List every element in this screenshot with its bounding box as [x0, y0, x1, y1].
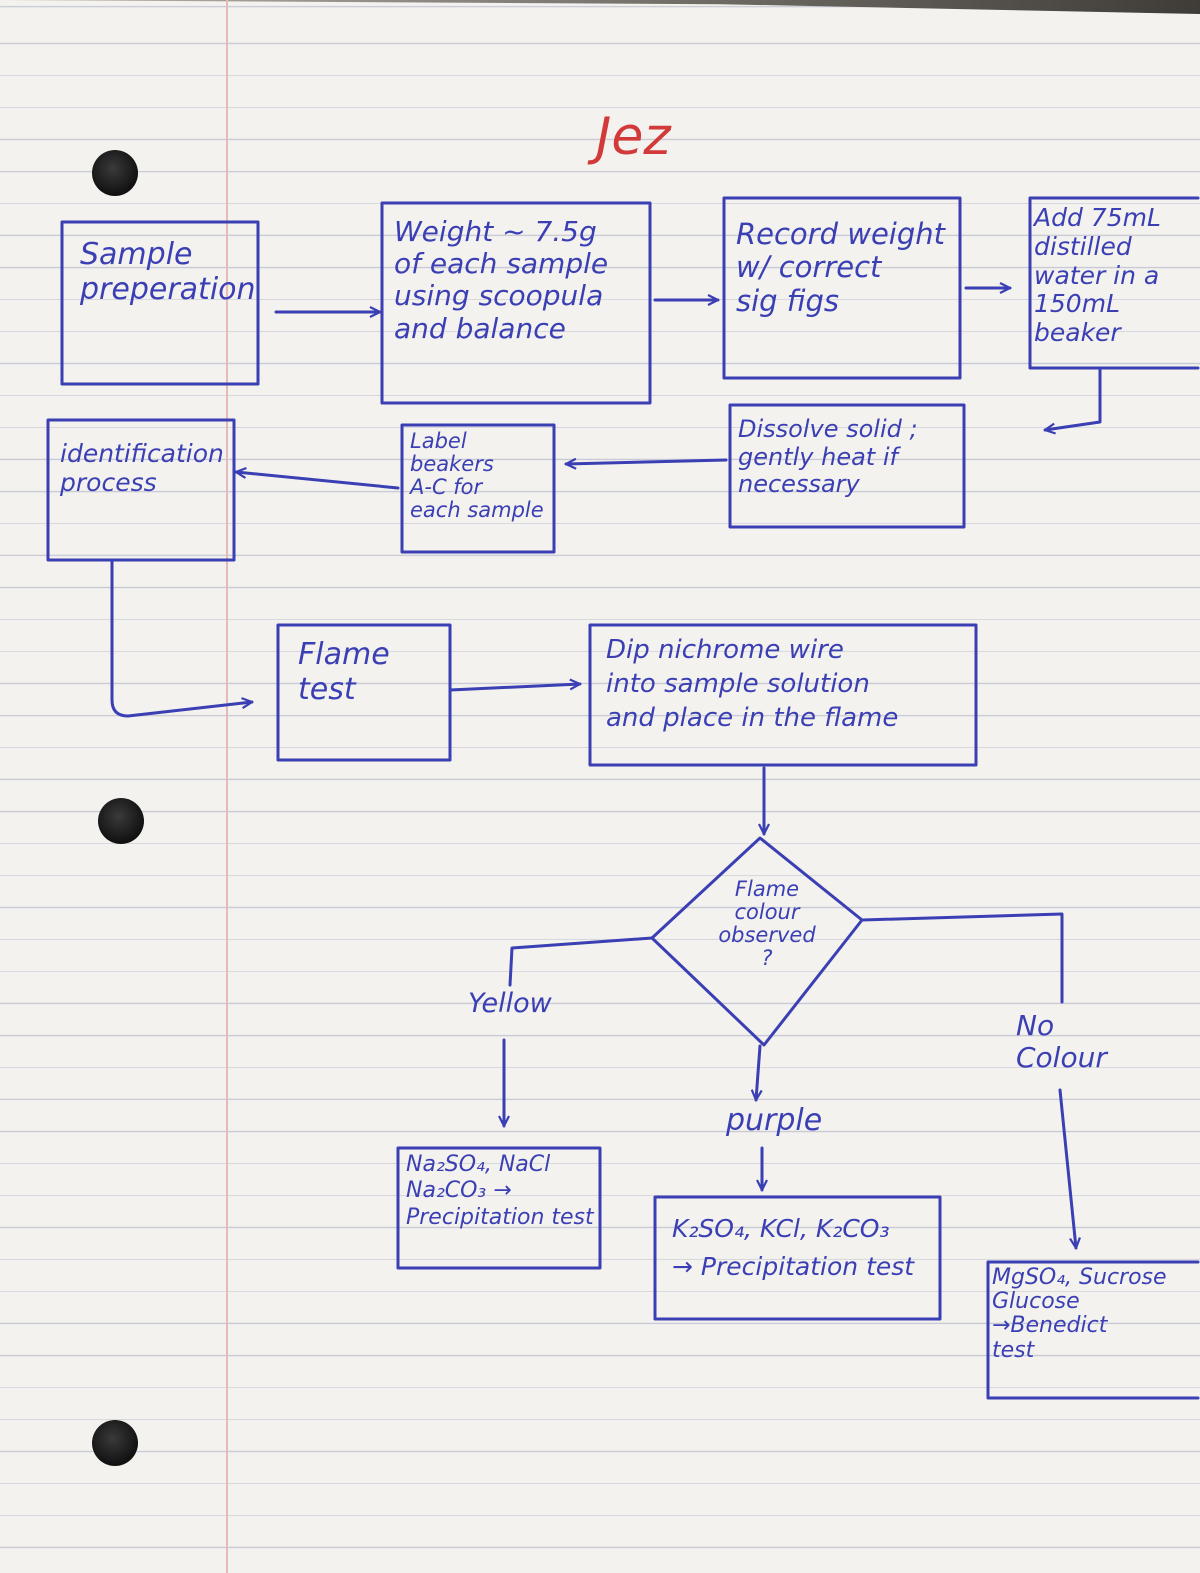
box-other: [986, 1260, 1200, 1400]
arrow-nocolour-to-other: [1058, 1088, 1076, 1248]
branch-no-colour: No Colour: [1016, 1009, 1107, 1075]
node-dip: Dip nichrome wire into sample solution a…: [606, 635, 899, 733]
line-decision-left: [508, 936, 654, 987]
binder-hole: [98, 798, 144, 844]
arrow-label-to-identification: [236, 472, 400, 490]
node-decision: Flame colour observed ?: [718, 877, 816, 971]
line-decision-right: [860, 912, 1064, 1004]
arrow-flame-to-dip: [448, 684, 582, 692]
arrow-water-to-dissolve: [1045, 368, 1102, 430]
box-potassium: [653, 1195, 942, 1321]
box-dip: [588, 623, 978, 767]
branch-purple: purple: [726, 1103, 823, 1138]
node-flame-test: Flame test: [298, 637, 390, 707]
node-sodium: Na₂SO₄, NaCl Na₂CO₃ → Precipitation test: [406, 1152, 594, 1230]
node-label: Label beakers A-C for each sample: [410, 429, 544, 523]
box-add-water: [1028, 196, 1200, 370]
signature-initials: Jez: [596, 107, 671, 167]
arrow-decision-to-purple: [756, 1044, 760, 1102]
branch-yellow: Yellow: [468, 988, 552, 1019]
node-weigh: Weight ~ 7.5g of each sample using scoop…: [394, 215, 609, 345]
box-record: [722, 196, 962, 380]
node-sample-prep: Sample preperation: [80, 237, 256, 307]
box-label: [400, 423, 556, 554]
arrow-dissolve-to-label: [564, 460, 728, 464]
node-other: MgSO₄, Sucrose Glucose →Benedict test: [992, 1265, 1167, 1363]
binder-hole: [92, 150, 138, 196]
box-identification: [46, 418, 236, 562]
box-sample-prep: [60, 220, 260, 386]
arrow-identification-to-flame: [110, 560, 252, 718]
node-dissolve: Dissolve solid ; gently heat if necessar…: [738, 415, 918, 499]
box-weigh: [380, 201, 652, 405]
node-potassium: K₂SO₄, KCl, K₂CO₃ → Precipitation test: [672, 1214, 915, 1281]
node-identification: identification process: [60, 439, 224, 497]
box-decision: [650, 836, 864, 1047]
binder-hole: [92, 1420, 138, 1466]
node-add-water: Add 75mL distilled water in a 150mL beak…: [1034, 203, 1161, 347]
box-flame-test: [276, 623, 452, 762]
margin-line: [226, 0, 228, 1573]
node-record: Record weight w/ correct sig figs: [736, 217, 946, 318]
box-sodium: [396, 1146, 602, 1270]
box-dissolve: [728, 403, 966, 529]
